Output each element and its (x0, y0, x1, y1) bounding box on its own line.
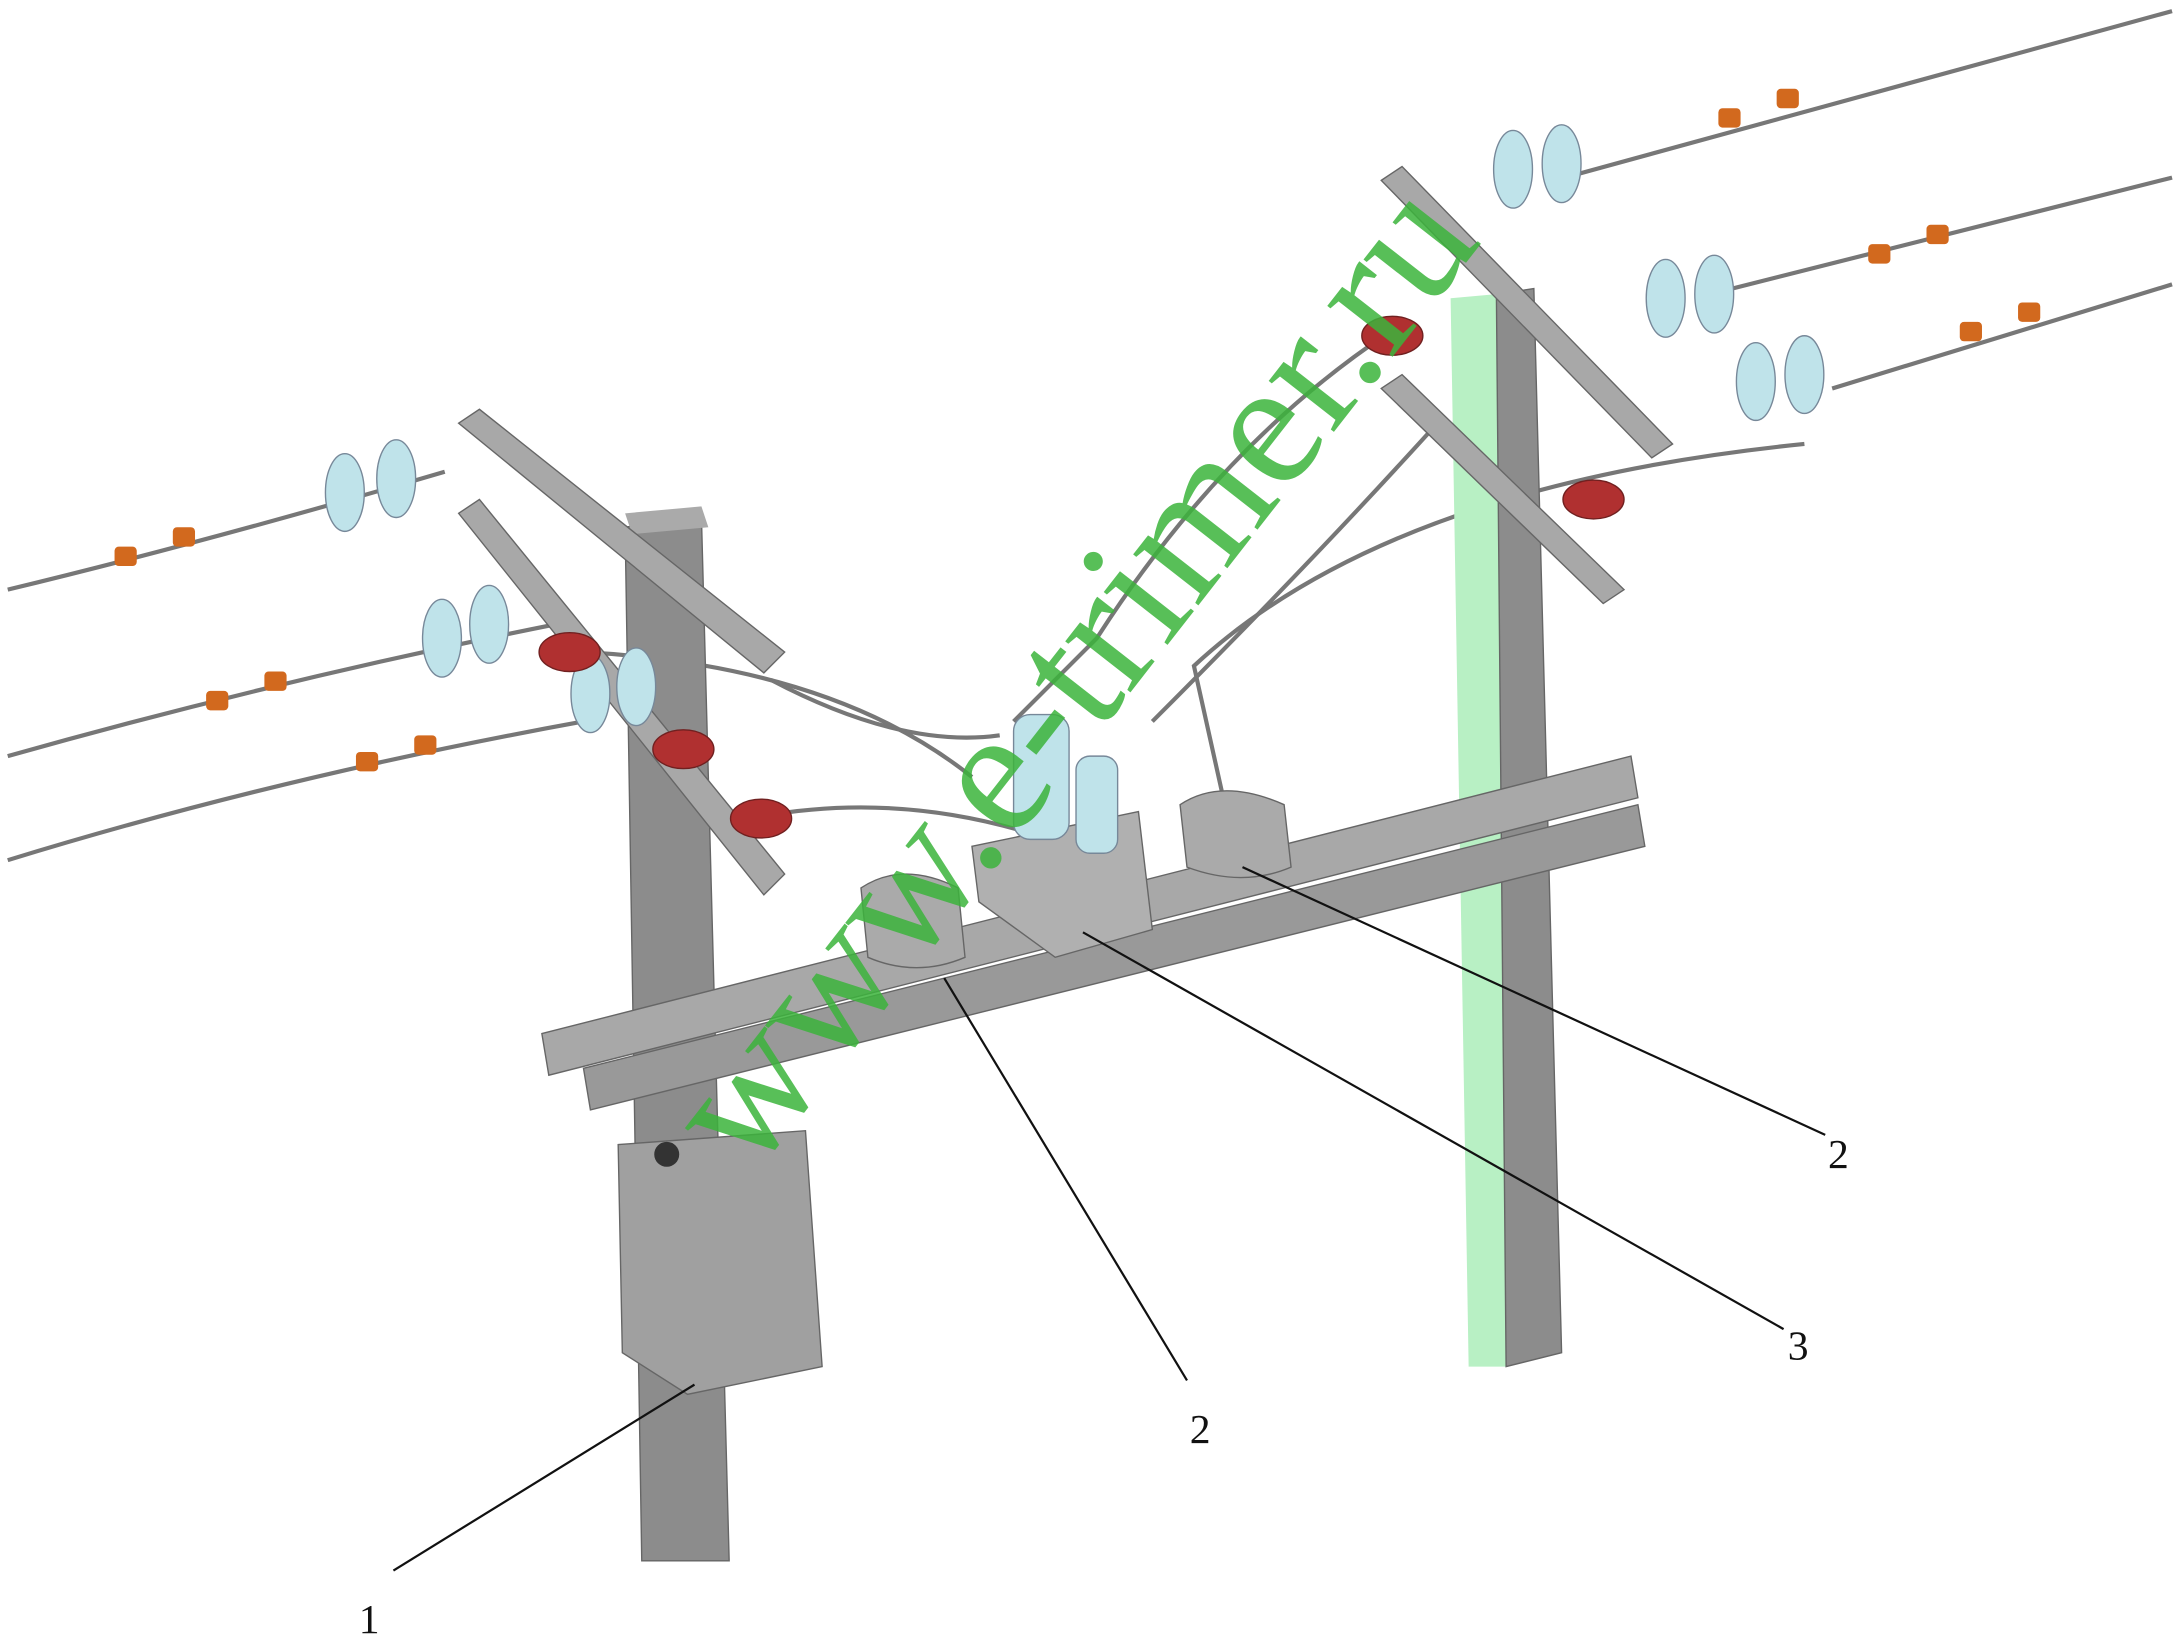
watermark: www.e-trimer.ru (624, 143, 1514, 1204)
wire-clamps (114, 88, 2041, 772)
callout-2-transformer-left: 2 (1190, 1407, 1211, 1453)
suspension-insulators (324, 124, 1825, 734)
control-cabinet (617, 1129, 823, 1396)
vacuum-recloser (971, 713, 1154, 959)
callout-3: 3 (1788, 1324, 1809, 1370)
leader-lines (392, 866, 1826, 1572)
callout-1: 1 (359, 1597, 380, 1643)
voltage-transformers (860, 790, 1292, 969)
callout-2-transformer-right: 2 (1828, 1132, 1849, 1178)
surge-arresters (538, 315, 1625, 839)
